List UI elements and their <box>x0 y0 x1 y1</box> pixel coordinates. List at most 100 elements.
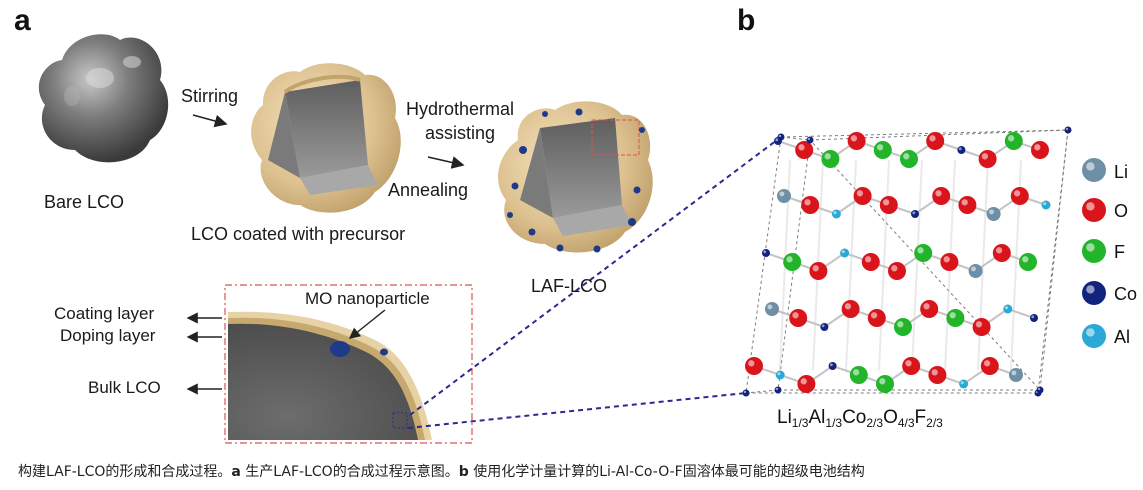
atom-o <box>867 309 886 327</box>
atom-al <box>840 248 850 258</box>
atom-co <box>1064 126 1072 134</box>
panel-a-letter: a <box>14 4 31 37</box>
atom-al <box>1041 200 1051 210</box>
atom-o <box>879 196 898 214</box>
hydrothermal-label: Hydrothermal <box>406 99 515 119</box>
zoom-inset <box>186 284 473 444</box>
atom-f <box>876 375 894 393</box>
atom-co <box>777 133 785 141</box>
atom-o <box>795 141 814 159</box>
atom-o <box>920 300 939 318</box>
atom-f <box>873 141 892 159</box>
atom-f <box>914 244 933 262</box>
atom-co <box>957 146 966 154</box>
atom-co <box>820 323 829 331</box>
legend-label-f: F <box>1114 242 1125 262</box>
formula-co: Co <box>842 407 867 428</box>
legend-ball-al <box>1082 324 1106 348</box>
legend-ball-f <box>1082 239 1106 263</box>
atom-o <box>972 318 991 336</box>
caption-a-letter: a <box>231 464 241 480</box>
panel-b-letter: b <box>737 4 756 37</box>
atom-f <box>849 366 868 384</box>
formula-al-sub: 1/3 <box>825 416 843 430</box>
atom-f <box>783 253 802 271</box>
formula-o: O <box>883 407 898 428</box>
atom-o <box>980 357 999 375</box>
caption-part-2: 生产LAF-LCO的合成过程示意图。 <box>240 464 459 480</box>
atom-al <box>1003 304 1013 314</box>
atom-al <box>959 379 969 389</box>
legend-ball-li <box>1082 158 1106 182</box>
mo-nanoparticle-label: MO nanoparticle <box>305 289 430 308</box>
atom-co <box>806 136 814 144</box>
legend-label-co: Co <box>1114 284 1138 304</box>
atom-o <box>853 187 872 205</box>
atom-co <box>828 362 837 370</box>
atom-o <box>745 357 763 375</box>
atom-co <box>1030 314 1038 322</box>
formula-li: Li <box>777 407 792 428</box>
atom-f <box>894 318 912 336</box>
connector-line-bottom <box>407 392 747 429</box>
atom-o <box>1031 141 1049 159</box>
annealing-arrow <box>427 156 465 169</box>
formula-al: Al <box>808 407 826 428</box>
atom-o <box>978 150 997 168</box>
figure-caption: 构建LAF-LCO的形成和合成过程。a 生产LAF-LCO的合成过程示意图。b … <box>18 461 865 481</box>
atom-o <box>940 253 959 271</box>
atom-f <box>1019 253 1037 271</box>
atom-o <box>1010 187 1029 205</box>
stirring-arrow <box>192 114 228 128</box>
coated-particle <box>251 63 401 213</box>
bare-lco-particle <box>38 34 169 163</box>
atom-li <box>968 264 983 278</box>
legend-label-o: O <box>1114 201 1129 221</box>
caption-part-3: 使用化学计量计算的Li-Al-Co-O-F固溶体最可能的超级电池结构 <box>468 464 865 480</box>
annealing-label: Annealing <box>388 180 469 200</box>
atom-o <box>847 132 866 150</box>
legend-label-li: Li <box>1114 162 1129 182</box>
atom-co <box>762 249 770 257</box>
atom-f <box>946 309 965 327</box>
atom-al <box>831 209 841 219</box>
atom-f <box>900 150 918 168</box>
doping-layer-label: Doping layer <box>60 326 156 345</box>
caption-b-letter: b <box>458 464 469 480</box>
legend-ball-o <box>1082 198 1106 222</box>
caption-part-1: 构建LAF-LCO的形成和合成过程。 <box>18 464 232 480</box>
atom-li <box>777 189 791 203</box>
atom-o <box>809 262 828 280</box>
formula-f: F <box>914 407 927 428</box>
atom-o <box>992 244 1011 262</box>
assisting-label: assisting <box>425 123 496 143</box>
chemical-formula: Li1/3Al1/3Co2/3O4/3F2/3 <box>777 407 943 430</box>
atom-f <box>821 150 840 168</box>
atom-o <box>801 196 820 214</box>
atom-o <box>861 253 880 271</box>
atom-o <box>841 300 860 318</box>
atom-layer <box>742 126 1072 397</box>
atom-f <box>1004 132 1023 150</box>
atom-o <box>797 375 816 393</box>
element-legend <box>1082 158 1106 348</box>
coated-label: LCO coated with precursor <box>191 224 406 244</box>
legend-ball-co <box>1082 281 1106 305</box>
atom-co <box>774 386 782 394</box>
atom-li <box>1009 368 1023 382</box>
formula-li-sub: 1/3 <box>791 416 809 430</box>
atom-li <box>986 207 1001 221</box>
figure-canvas <box>38 34 1106 444</box>
atom-co <box>911 210 919 218</box>
stirring-label: Stirring <box>181 86 239 106</box>
atom-al <box>775 370 785 380</box>
zoom-region-box <box>591 119 640 156</box>
atom-o <box>902 357 921 375</box>
formula-o-sub: 4/3 <box>897 416 915 430</box>
formula-f-sub: 2/3 <box>926 416 943 430</box>
atom-co <box>742 389 750 397</box>
coating-layer-label: Coating layer <box>54 304 155 323</box>
laf-lco-label: LAF-LCO <box>531 276 608 296</box>
atom-o <box>928 366 947 384</box>
bare-lco-label: Bare LCO <box>44 192 125 212</box>
